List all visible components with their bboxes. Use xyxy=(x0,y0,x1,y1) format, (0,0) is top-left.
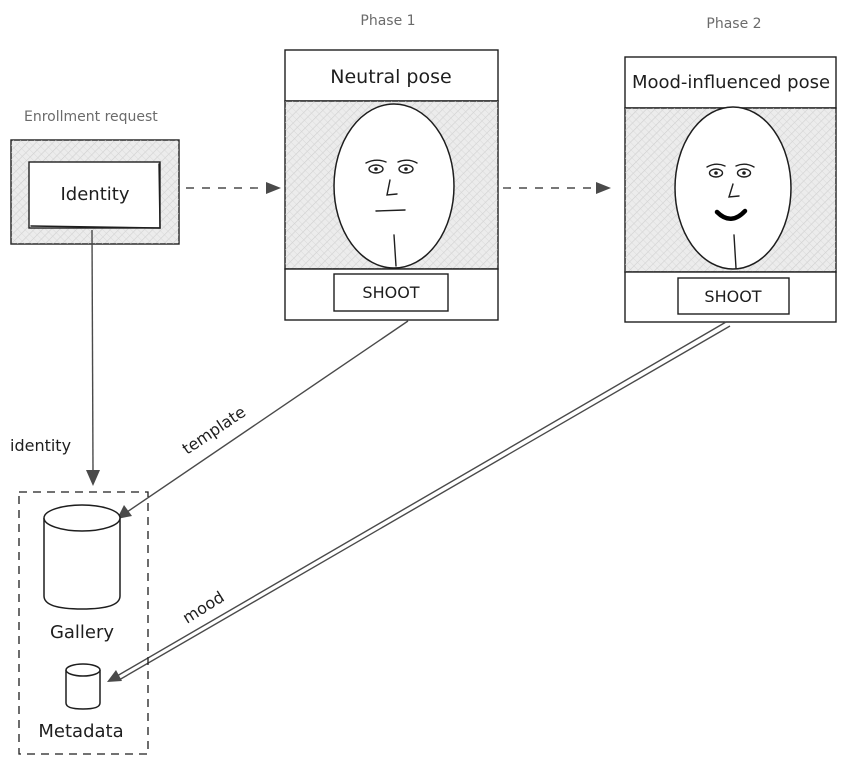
metadata-label: Metadata xyxy=(38,721,123,742)
gallery-label: Gallery xyxy=(50,622,114,643)
identity-edge-label: identity xyxy=(10,436,71,455)
phase1-shoot-button[interactable] xyxy=(333,273,449,312)
phase1-face-icon xyxy=(333,103,455,269)
smile-mark xyxy=(714,208,748,221)
phase2-title-bar xyxy=(624,56,837,109)
phase2-face-icon xyxy=(674,106,792,270)
phase2-card: Mood-influenced pose SHOOT xyxy=(624,56,837,323)
arrowhead-phase2 xyxy=(596,182,611,194)
mood-edge xyxy=(116,321,727,677)
template-arrowhead xyxy=(117,505,132,519)
phase1-title-bar xyxy=(284,49,499,102)
arrowhead-phase1 xyxy=(266,182,281,194)
enrollment-label: Enrollment request xyxy=(24,109,158,125)
phase1-shoot-label: SHOOT xyxy=(362,283,419,302)
template-edge-label: template xyxy=(179,402,250,458)
phase2-shoot-button[interactable] xyxy=(677,277,790,315)
template-edge xyxy=(126,320,409,513)
identity-box-label: Identity xyxy=(61,184,130,205)
phase2-title: Mood-influenced pose xyxy=(632,72,830,93)
gallery-database-icon[interactable] xyxy=(43,504,121,610)
phase1-heading: Phase 1 xyxy=(360,13,415,29)
identity-box[interactable] xyxy=(28,161,161,229)
phase2-shoot-label: SHOOT xyxy=(704,287,761,306)
phase2-heading: Phase 2 xyxy=(706,16,761,32)
storage-group xyxy=(18,491,149,755)
phase1-title: Neutral pose xyxy=(330,66,451,88)
identity-arrowhead xyxy=(86,470,100,486)
metadata-database-icon[interactable] xyxy=(65,663,101,710)
mood-arrowhead xyxy=(107,670,122,682)
identity-edge xyxy=(91,229,94,471)
phase1-card: Neutral pose SHOOT xyxy=(284,49,499,321)
enrollment-request-box: Identity xyxy=(10,139,180,245)
